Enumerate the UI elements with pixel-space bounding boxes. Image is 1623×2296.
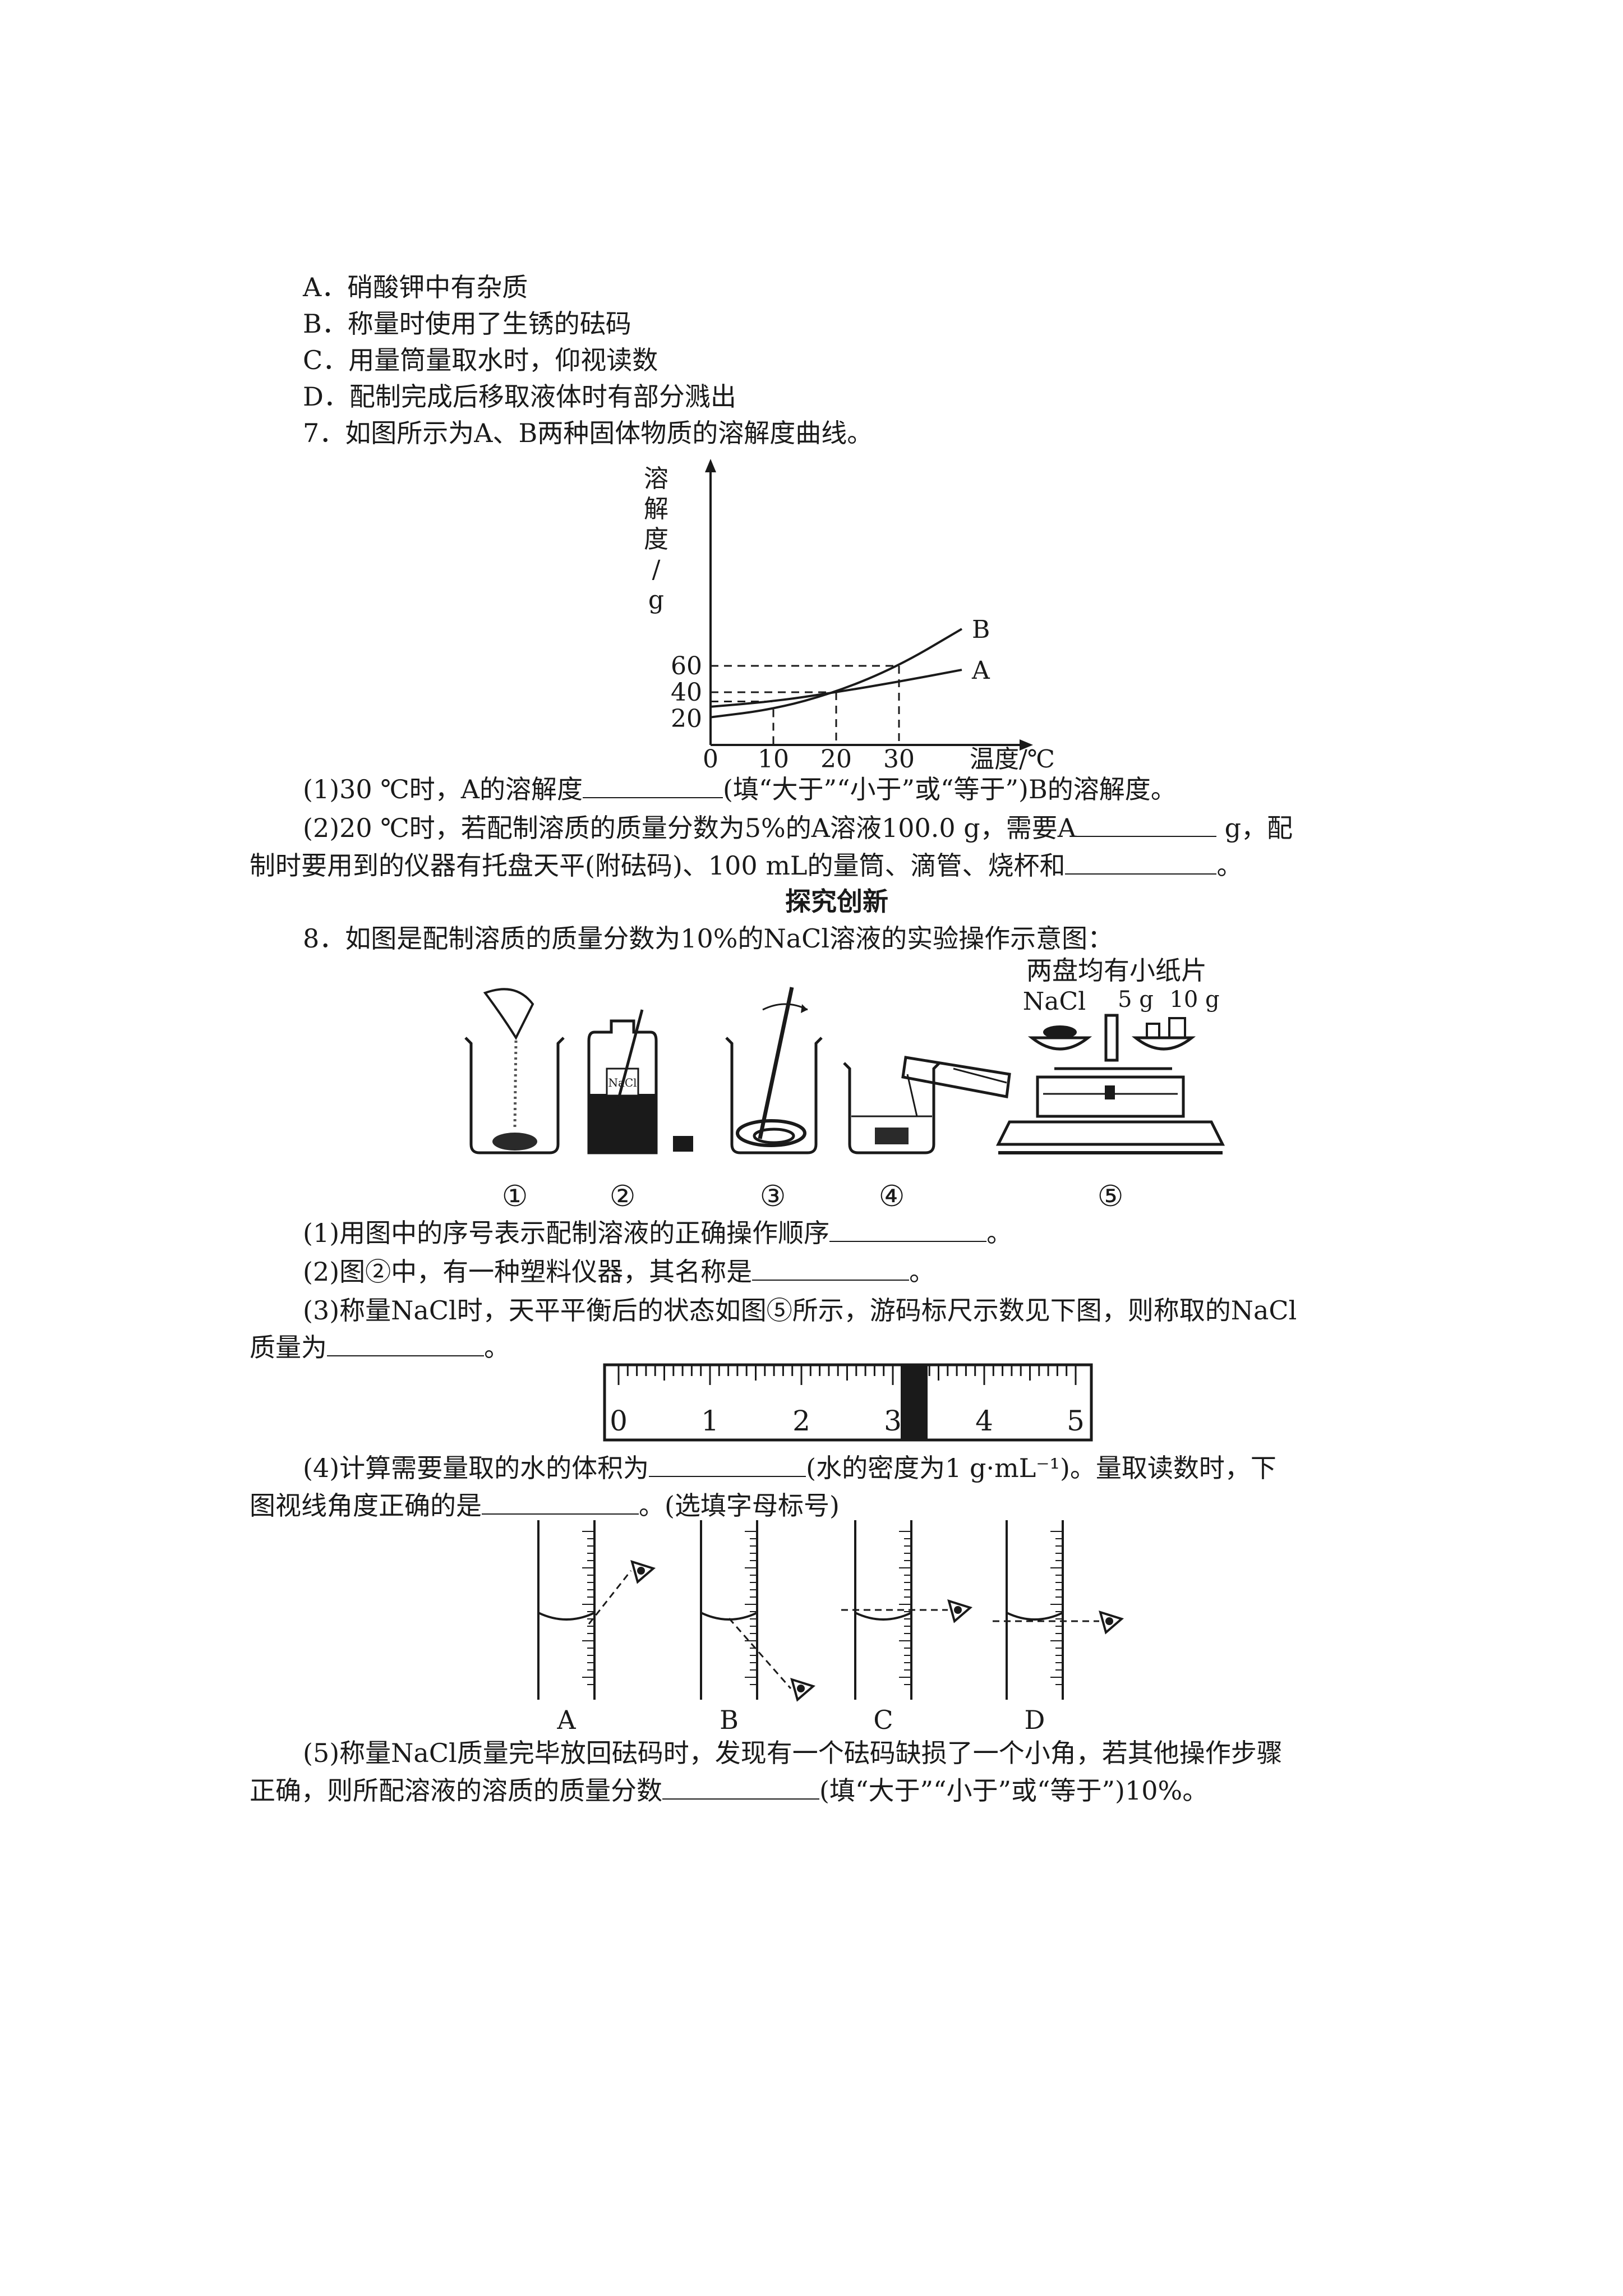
cylinder-reading-figure: A B C D: [537, 1520, 1124, 1733]
y-tick-label: 40: [671, 678, 702, 707]
cylinder-label: B: [720, 1705, 739, 1733]
q8-part2-text: (2)图②中，有一种塑料仪器，其名称是: [303, 1257, 753, 1287]
q7-part1-text: (1)30 ℃时，A的溶解度: [303, 774, 583, 804]
q7-stem: 7．如图所示为A、B两种固体物质的溶解度曲线。: [303, 418, 873, 448]
cylinder-label: A: [556, 1705, 576, 1733]
series-label-B: B: [972, 615, 990, 644]
q8-part4-blank[interactable]: [649, 1451, 806, 1477]
q6-option-b: B．称量时使用了生锈的砝码: [303, 309, 631, 339]
weight-5g-label: 5 g: [1118, 987, 1154, 1013]
step-label-5: ⑤: [1098, 1180, 1124, 1213]
x-axis-label: 温度/℃: [970, 745, 1055, 774]
q7-part1-tail: (填“大于”“小于”或“等于”)B的溶解度。: [723, 774, 1177, 804]
q8-part4: (4)计算需要量取的水的体积为 (水的密度为1 g·mL⁻¹)。量取读数时，下: [303, 1451, 1276, 1485]
apparatus-figure: NaCl NaCl 5 g 10 g ①: [464, 987, 1225, 1213]
cylinder-label: C: [873, 1705, 893, 1733]
q8-part4-blank2[interactable]: [482, 1489, 639, 1515]
q7-part1-blank[interactable]: [583, 772, 723, 798]
eye-icon: [1099, 1610, 1124, 1635]
q8-part1: (1)用图中的序号表示配制溶液的正确操作顺序 。: [303, 1216, 1012, 1250]
q8-part1-blank[interactable]: [829, 1216, 987, 1242]
x-axis-arrow: [1020, 739, 1033, 751]
q8-stem: 8．如图是配制溶质的质量分数为10%的NaCl溶液的实验操作示意图：: [303, 923, 1114, 954]
balance-caption: 两盘均有小纸片: [1026, 955, 1207, 986]
q8-part5-blank[interactable]: [662, 1774, 819, 1800]
nacl-pan-label: NaCl: [1023, 987, 1086, 1016]
y-tick-label: 60: [671, 652, 702, 680]
q8-part2-tail: 。: [909, 1257, 935, 1287]
q8-part4-cont-text: 图视线角度正确的是: [250, 1490, 482, 1521]
q6-option-c: C．用量筒量取水时，仰视读数: [303, 345, 658, 375]
ruler-label: 0: [610, 1405, 628, 1437]
eye-icon: [630, 1559, 656, 1584]
ruler-label: 5: [1067, 1405, 1085, 1437]
x-tick-label: 30: [883, 745, 915, 774]
cylinder-label: D: [1025, 1705, 1045, 1733]
step3-stirring-icon: [725, 987, 823, 1154]
step-label-2: ②: [610, 1180, 636, 1213]
q8-part5-cont: 正确，则所配溶液的溶质的质量分数 (填“大于”“小于”或“等于”)10%。: [250, 1774, 1208, 1807]
ruler-label: 3: [884, 1405, 902, 1437]
cylinder-A: A: [537, 1520, 656, 1733]
cylinder-B: B: [700, 1520, 816, 1733]
x-tick-label: 10: [758, 745, 789, 774]
q8-part4-text: (4)计算需要量取的水的体积为: [303, 1453, 649, 1483]
q7-part2-text: (2)20 ℃时，若配制溶质的质量分数为5%的A溶液100.0 g，需要A: [303, 813, 1076, 843]
q8-part3-blank[interactable]: [327, 1331, 484, 1356]
q8-part5-cont-tail: (填“大于”“小于”或“等于”)10%。: [819, 1775, 1209, 1806]
rider-marker: [901, 1365, 928, 1440]
step-label-1: ①: [502, 1180, 528, 1213]
rider-ruler: 0 1 2 3 4 5: [603, 1363, 1093, 1442]
q8-part4-tail: (水的密度为1 g·mL⁻¹)。量取读数时，下: [806, 1453, 1276, 1483]
step-label-4: ④: [879, 1180, 905, 1213]
x-tick-label: 20: [820, 745, 852, 774]
q7-part2-blank[interactable]: [1076, 811, 1216, 837]
svg-text:溶解度/g: 溶解度/g: [644, 464, 668, 614]
q8-part3-cont-text: 质量为: [250, 1332, 327, 1363]
series-line-A: [710, 669, 962, 708]
ruler-label: 2: [792, 1405, 810, 1437]
q8-part2-blank[interactable]: [752, 1255, 910, 1281]
cylinder-D: D: [993, 1520, 1124, 1733]
step5-balance-icon: NaCl 5 g 10 g: [995, 987, 1225, 1154]
q8-part3-cont: 质量为 。: [250, 1331, 510, 1364]
q6-option-d: D．配制完成后移取液体时有部分溅出: [303, 381, 736, 412]
q8-part1-text: (1)用图中的序号表示配制溶液的正确操作顺序: [303, 1218, 830, 1248]
q7-part1: (1)30 ℃时，A的溶解度 (填“大于”“小于”或“等于”)B的溶解度。: [303, 772, 1177, 806]
eye-icon: [790, 1677, 816, 1702]
q8-part2: (2)图②中，有一种塑料仪器，其名称是 。: [303, 1255, 935, 1289]
section-title: 探究创新: [785, 886, 888, 917]
step2-reagent-bottle-icon: NaCl: [587, 1009, 693, 1154]
q8-part5: (5)称量NaCl质量完毕放回砝码时，发现有一个砝码缺损了一个小角，若其他操作步…: [303, 1738, 1283, 1768]
weight-10g-label: 10 g: [1169, 987, 1219, 1013]
ruler-label: 1: [701, 1405, 719, 1437]
q8-part3: (3)称量NaCl时，天平平衡后的状态如图⑤所示，游码标尺示数见下图，则称取的N…: [303, 1295, 1297, 1326]
y-tick-label: 20: [671, 705, 702, 733]
q7-part2-instrument-blank[interactable]: [1065, 849, 1217, 875]
q8-part4-cont: 图视线角度正确的是 。(选填字母标号): [250, 1489, 840, 1522]
ruler-label: 4: [975, 1405, 993, 1437]
step1-beaker-icon: [464, 988, 565, 1154]
q8-part4-cont-tail: 。(选填字母标号): [639, 1490, 840, 1521]
q6-option-a: A．硝酸钾中有杂质: [303, 272, 528, 302]
step-label-3: ③: [760, 1180, 786, 1213]
series-label-A: A: [971, 656, 990, 685]
q8-part5-cont-text: 正确，则所配溶液的溶质的质量分数: [250, 1775, 662, 1806]
cylinder-C: C: [841, 1520, 973, 1733]
q7-part2-cont-text: 制时要用到的仪器有托盘天平(附砝码)、100 mL的量筒、滴管、烧杯和: [250, 850, 1066, 881]
q8-part1-tail: 。: [986, 1218, 1013, 1248]
y-axis-arrow: [705, 459, 716, 472]
eye-icon: [947, 1599, 973, 1623]
series-line-B: [710, 628, 963, 719]
q8-part3-cont-tail: 。: [484, 1332, 510, 1363]
q7-part2-tail: g，配: [1224, 813, 1293, 843]
y-axis-label: 溶解度/g: [644, 464, 668, 614]
x-tick-label: 0: [703, 745, 718, 774]
q7-part2-cont-tail: 。: [1216, 850, 1243, 881]
step4-pouring-icon: [843, 1056, 1011, 1154]
q7-part2: (2)20 ℃时，若配制溶质的质量分数为5%的A溶液100.0 g，需要A g，…: [303, 811, 1293, 845]
q7-part2-cont: 制时要用到的仪器有托盘天平(附砝码)、100 mL的量筒、滴管、烧杯和 。: [250, 849, 1242, 882]
